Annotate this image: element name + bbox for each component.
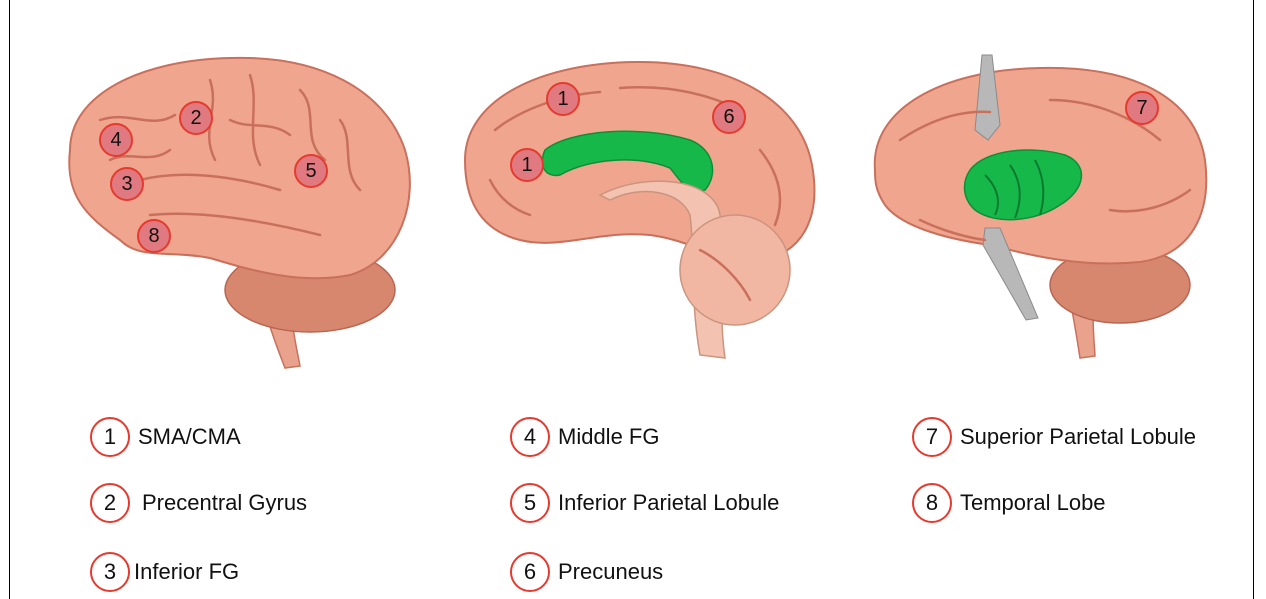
legend-item-2: 2 Precentral Gyrus: [90, 481, 307, 525]
legend-item-3: 3 Inferior FG: [90, 550, 239, 594]
legend-number-circle: 6: [510, 552, 550, 592]
marker-number: 5: [305, 160, 316, 182]
marker-number: 6: [723, 106, 734, 128]
cerebrum-lateral: [69, 58, 410, 278]
marker-3: 3: [111, 168, 143, 200]
legend-label: Superior Parietal Lobule: [960, 424, 1196, 450]
marker-2: 2: [180, 102, 212, 134]
legend-label: SMA/CMA: [138, 424, 241, 450]
marker-number: 3: [121, 173, 132, 195]
retractor-upper: [975, 55, 1000, 140]
marker-8: 8: [138, 220, 170, 252]
legend-number-circle: 3: [90, 552, 130, 592]
legend-item-1: 1 SMA/CMA: [90, 415, 241, 459]
legend-label: Precuneus: [558, 559, 663, 585]
legend-item-5: 5 Inferior Parietal Lobule: [510, 481, 779, 525]
legend-item-4: 4 Middle FG: [510, 415, 659, 459]
legend-number-circle: 2: [90, 483, 130, 523]
legend-number-circle: 4: [510, 417, 550, 457]
brain-medial-view: [465, 62, 814, 358]
marker-5: 5: [295, 155, 327, 187]
legend-number-circle: 5: [510, 483, 550, 523]
marker-6: 6: [713, 101, 745, 133]
legend-label: Precentral Gyrus: [142, 490, 307, 516]
marker-4: 4: [100, 124, 132, 156]
legend-number-circle: 1: [90, 417, 130, 457]
marker-number: 1: [557, 88, 568, 110]
cerebellum-medial: [680, 215, 790, 325]
legend-label: Temporal Lobe: [960, 490, 1106, 516]
legend-item-6: 6 Precuneus: [510, 550, 663, 594]
legend-number-circle: 7: [912, 417, 952, 457]
marker-7: 7: [1126, 92, 1158, 124]
marker-number: 1: [521, 154, 532, 176]
legend-number-circle: 8: [912, 483, 952, 523]
legend-item-7: 7 Superior Parietal Lobule: [912, 415, 1196, 459]
legend-label: Middle FG: [558, 424, 659, 450]
marker-number: 4: [110, 129, 121, 151]
marker-1-upper: 1: [547, 83, 579, 115]
marker-number: 7: [1136, 97, 1147, 119]
legend-label: Inferior Parietal Lobule: [558, 490, 779, 516]
brain-lateral-view: [69, 58, 410, 368]
legend-label: Inferior FG: [134, 559, 239, 585]
marker-number: 8: [148, 225, 159, 247]
marker-1-lower: 1: [511, 149, 543, 181]
marker-number: 2: [190, 107, 201, 129]
legend-item-8: 8 Temporal Lobe: [912, 481, 1106, 525]
